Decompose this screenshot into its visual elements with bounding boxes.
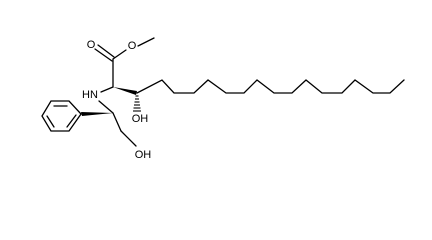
carbonyl-double-bond-a bbox=[94, 48, 113, 62]
benzylic-to-ch2-bond bbox=[112, 112, 122, 132]
alkyl-chain bbox=[136, 79, 405, 94]
alpha-to-n-bond bbox=[100, 86, 114, 93]
alpha-to-beta-wedge bbox=[113, 87, 137, 95]
amine-label: HN bbox=[82, 89, 98, 101]
phenyl-ring-outline bbox=[41, 100, 82, 132]
backbone bbox=[98, 86, 137, 147]
beta-oh-hashed-bond bbox=[133, 95, 141, 112]
ester-oxygen-label: O bbox=[128, 40, 137, 52]
ester-o-to-methyl-bond bbox=[137, 37, 155, 47]
phenyl-ring bbox=[41, 100, 82, 132]
carbonyl-to-ester-o-bond bbox=[112, 49, 127, 60]
phenyl-double-bond-3 bbox=[66, 114, 77, 128]
carbonyl-oxygen-label: O bbox=[87, 39, 96, 51]
ester-group bbox=[94, 37, 155, 88]
terminal-hydroxyl-label: OH bbox=[135, 149, 152, 161]
n-to-benzylic-bond bbox=[98, 100, 114, 114]
benzylic-to-phenyl-wedge bbox=[81, 112, 113, 116]
structure-diagram: O O HN OH OH bbox=[41, 37, 405, 161]
beta-hydroxyl-label: OH bbox=[132, 113, 149, 125]
phenyl-double-bond-2 bbox=[46, 115, 55, 128]
carbonyl-double-bond-b bbox=[97, 44, 115, 58]
ch2-to-oh-bond bbox=[120, 130, 137, 147]
